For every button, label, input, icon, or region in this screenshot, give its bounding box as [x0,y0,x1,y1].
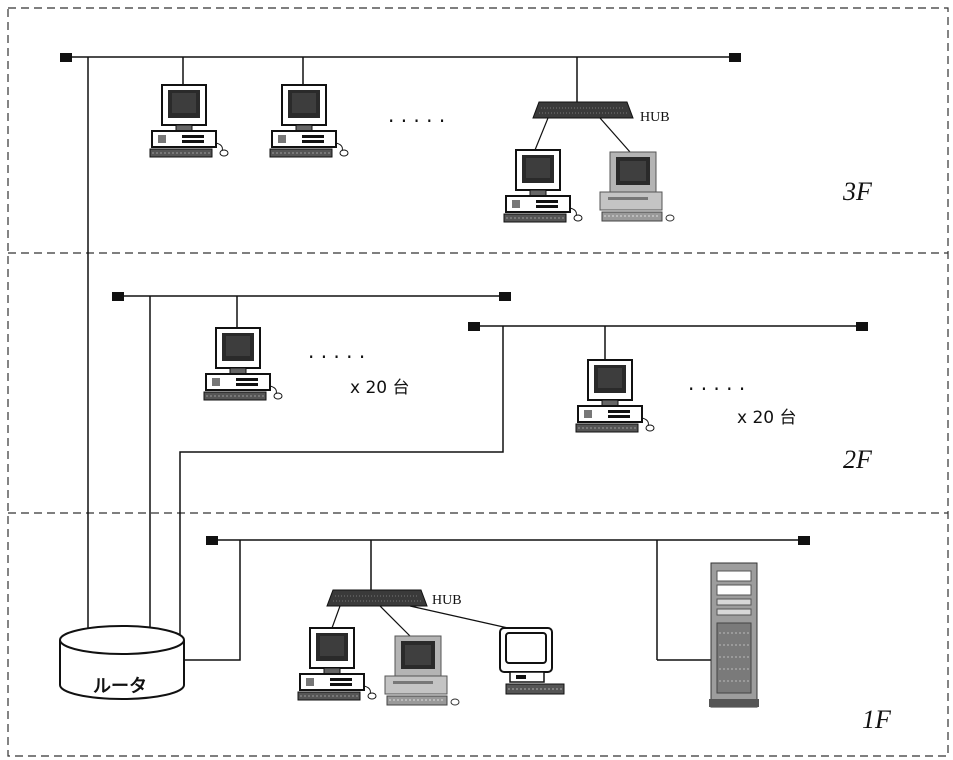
desktop-computer-icon [504,150,582,222]
terminator-icon [206,536,218,545]
terminator-icon [856,322,868,331]
terminator-icon [499,292,511,301]
ellipsis-2f-a: . . . . . [308,339,365,363]
server-tower-icon [709,563,759,707]
floor-label-3f: 3F [842,177,873,206]
floor-label-1f: 1F [862,705,892,734]
desktop-computer-icon [150,85,228,157]
floor-label-2f: 2F [843,445,873,474]
floor-2f: . . . . . x 20 台 . . . . . x 20 台 2F [112,292,873,474]
desktop-computer-icon [298,628,376,700]
ellipsis-2f-b: . . . . . [688,371,745,395]
router-label: ルータ [93,676,147,697]
desktop-computer-icon [204,328,282,400]
count-label-2f-a: x 20 台 [350,378,410,398]
terminator-icon [798,536,810,545]
terminator-icon [112,292,124,301]
terminator-icon [468,322,480,331]
desktop-computer-icon [576,360,654,432]
hub-label-1f: HUB [432,593,462,608]
router-icon: ルータ [60,626,184,699]
ellipsis-3f: . . . . . [388,103,445,127]
hub-icon [533,102,633,118]
count-label-2f-b: x 20 台 [737,408,797,428]
workstation-icon [385,636,459,705]
terminal-icon [500,628,564,694]
floor-3f: . . . . . HUB 3F [60,53,873,222]
hub-icon [327,590,427,606]
terminator-icon [60,53,72,62]
desktop-computer-icon [270,85,348,157]
hub-label-3f: HUB [640,110,670,125]
terminator-icon [729,53,741,62]
workstation-icon [600,152,674,221]
floor-1f: HUB 1F [206,536,892,734]
